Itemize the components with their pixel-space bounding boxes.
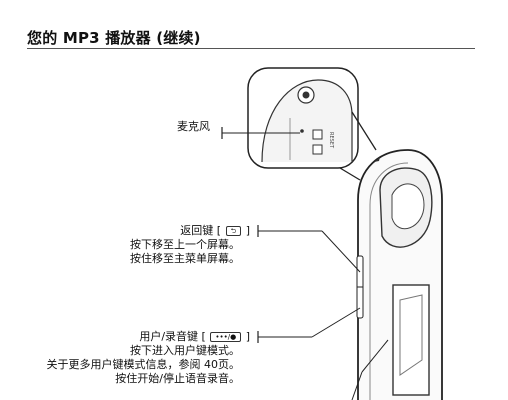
user-key-title-end: ]: [245, 330, 250, 343]
back-key-icon: ⮌: [225, 226, 242, 236]
user-key-label: 用户/录音键 [ •••/● ]: [70, 330, 250, 344]
back-key-title: 返回键 [: [180, 224, 222, 237]
back-key-desc-1: 按下移至上一个屏幕。: [130, 238, 240, 251]
player-body: [356, 149, 443, 400]
user-key-desc-3: 按住开始/停止语音录音。: [115, 372, 240, 385]
mic-zoom-balloon: [247, 67, 359, 169]
user-key-desc-1: 按下进入用户键模式。: [130, 344, 240, 357]
user-key-icon: •••/●: [210, 332, 242, 342]
user-key-title: 用户/录音键 [: [139, 330, 206, 343]
back-callout-line-2: [321, 230, 361, 273]
user-callout-line-2: [311, 307, 361, 338]
back-key-title-end: ]: [245, 224, 250, 237]
user-key-desc-2: 关于更多用户键模式信息，参阅 40页。: [46, 358, 241, 371]
back-key-label: 返回键 [ ⮌ ]: [100, 224, 250, 238]
back-key-desc-2: 按住移至主菜单屏幕。: [130, 252, 240, 265]
mic-label: 麦克风: [177, 120, 210, 133]
page-title: 您的 MP3 播放器 (继续): [27, 29, 201, 47]
reset-text: RESET: [328, 132, 334, 149]
title-underline: [27, 48, 475, 49]
